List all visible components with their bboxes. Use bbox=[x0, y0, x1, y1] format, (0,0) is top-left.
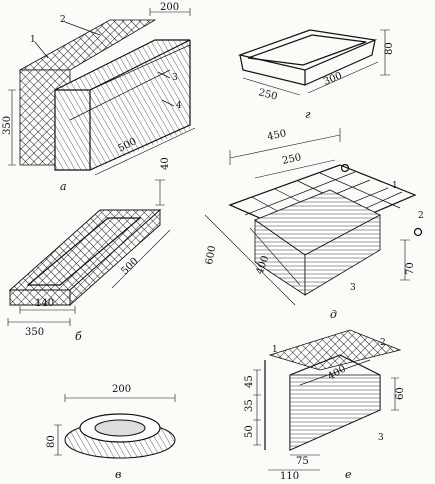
dim-500b: 500 bbox=[119, 256, 140, 277]
trough-edge bbox=[299, 359, 371, 386]
callout-d1: 1 bbox=[392, 181, 398, 191]
dim-200v: 200 bbox=[112, 384, 131, 395]
dim-350b: 350 bbox=[25, 327, 44, 338]
dim-500b-line bbox=[111, 229, 171, 289]
callout-e2: 2 bbox=[380, 338, 386, 348]
figure-a: 200 350 500 1 2 3 4 а bbox=[2, 2, 196, 193]
tray-front bbox=[239, 54, 306, 86]
dim-140: 140 bbox=[35, 298, 54, 309]
dim-450: 450 bbox=[266, 128, 287, 143]
dim-40-line bbox=[155, 179, 165, 206]
dim-350b-line bbox=[7, 318, 71, 326]
dim-35: 35 bbox=[244, 399, 255, 412]
figure-g: 80 250 300 г bbox=[237, 29, 395, 121]
figure-label-e: е bbox=[345, 468, 352, 481]
figure-label-a: а bbox=[60, 180, 67, 193]
board-inner bbox=[26, 217, 142, 286]
callout-e1: 1 bbox=[272, 345, 278, 355]
callout-e3: 3 bbox=[378, 433, 384, 443]
dim-40: 40 bbox=[160, 157, 171, 170]
trough-top bbox=[289, 354, 381, 376]
callout-d3: 3 bbox=[350, 283, 356, 293]
callout-d2: 2 bbox=[418, 211, 424, 221]
callout-1: 1 bbox=[30, 35, 36, 45]
dim-140-line bbox=[19, 306, 76, 314]
dim-60e-line bbox=[391, 377, 399, 411]
box-side bbox=[304, 214, 381, 296]
dim-75: 75 bbox=[296, 456, 309, 467]
dim-80: 80 bbox=[384, 42, 395, 55]
figure-label-g: г bbox=[305, 108, 311, 121]
dim-50: 50 bbox=[244, 425, 255, 438]
dim-80v: 80 bbox=[46, 435, 57, 448]
tray-side bbox=[304, 39, 376, 86]
dim-110: 110 bbox=[280, 471, 299, 482]
figure-label-d: д bbox=[330, 308, 337, 321]
dim-200-line bbox=[149, 8, 191, 16]
tray-inner-rim bbox=[247, 34, 367, 66]
feeder-frame-right bbox=[89, 40, 191, 171]
dim-350-line bbox=[8, 89, 16, 166]
callout-leaders bbox=[34, 21, 175, 107]
dim-300-line bbox=[307, 61, 379, 94]
callout-3: 3 bbox=[172, 73, 178, 83]
dim-stack-line bbox=[253, 369, 261, 446]
hinge-icon bbox=[340, 163, 350, 173]
dim-60e: 60 bbox=[395, 387, 406, 400]
dim-350: 350 bbox=[2, 116, 13, 135]
dim-250: 250 bbox=[257, 87, 278, 103]
dim-70: 70 bbox=[405, 262, 416, 275]
board-side bbox=[69, 208, 161, 307]
dim-600-line bbox=[204, 214, 296, 306]
ring-hole bbox=[94, 419, 146, 437]
dim-300: 300 bbox=[322, 70, 344, 87]
figure-v: 200 80 в bbox=[46, 384, 176, 481]
figure-d: 450 250 400 600 70 1 2 3 д bbox=[204, 128, 424, 321]
figure-e: 45 35 50 400 60 75 110 1 2 3 е bbox=[244, 329, 406, 482]
dim-bottom-lines bbox=[268, 454, 320, 471]
figure-label-v: в bbox=[115, 468, 121, 481]
dim-450-line bbox=[229, 128, 341, 165]
dim-200: 200 bbox=[160, 2, 179, 13]
dim-70-line bbox=[400, 239, 410, 281]
figure-b: 40 500 140 350 б bbox=[7, 157, 171, 343]
dim-500-line bbox=[94, 127, 196, 176]
dim-80-line bbox=[380, 29, 390, 76]
dim-400d-line bbox=[249, 227, 301, 286]
dim-200v-line bbox=[64, 394, 176, 402]
dim-80v-line bbox=[54, 424, 62, 456]
wall-mesh-e bbox=[268, 329, 402, 371]
dim-600: 600 bbox=[204, 245, 218, 266]
feeder-frame-left bbox=[54, 90, 91, 171]
latch-icon bbox=[413, 227, 423, 237]
trough-side bbox=[289, 374, 381, 451]
feeder-grid bbox=[55, 40, 190, 170]
dim-250d: 250 bbox=[281, 152, 302, 167]
callout-2: 2 bbox=[60, 15, 66, 25]
callout-4: 4 bbox=[176, 101, 182, 111]
figure-label-b: б bbox=[75, 330, 82, 343]
dim-250-line bbox=[242, 77, 301, 96]
dim-250d-line bbox=[254, 159, 336, 179]
feeder-bars bbox=[69, 44, 191, 121]
dim-45: 45 bbox=[244, 375, 255, 388]
